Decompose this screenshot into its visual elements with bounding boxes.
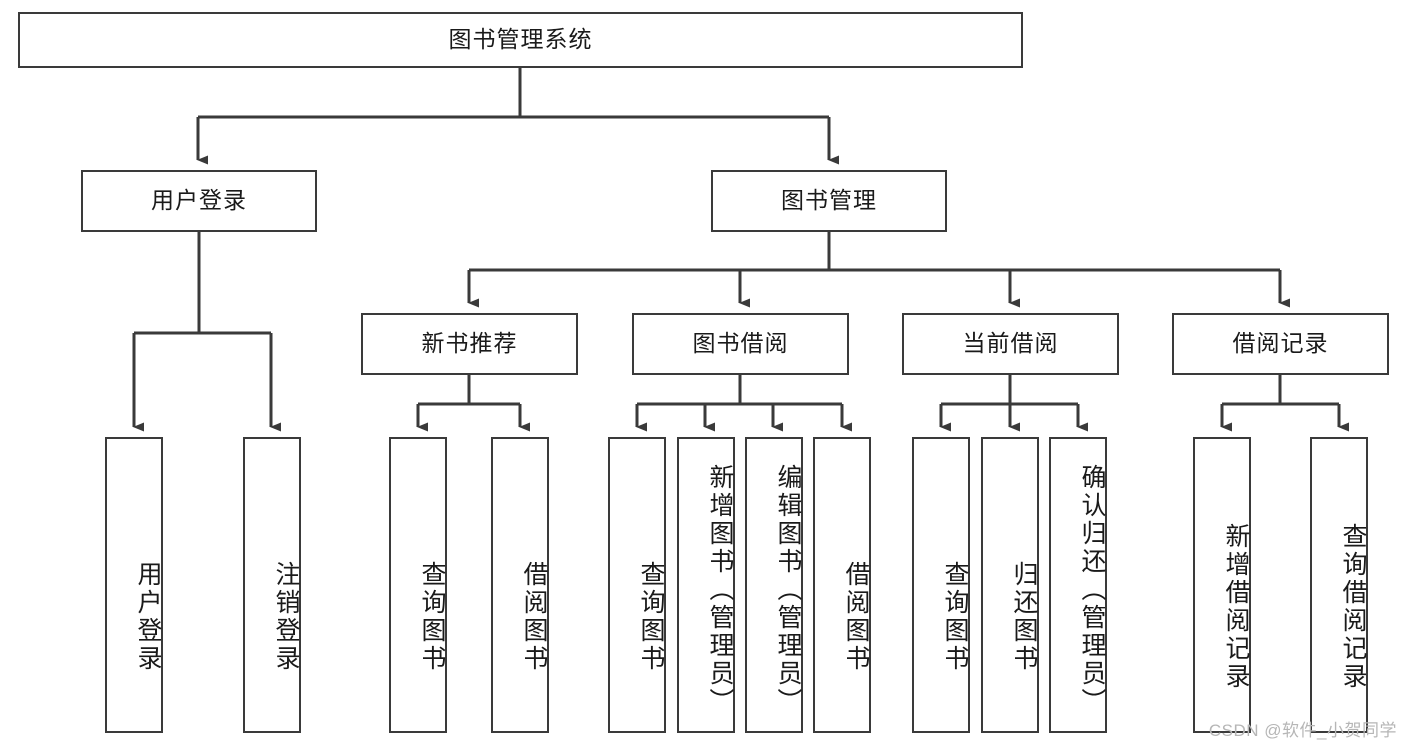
leaf-user-login[interactable]: 用户登录 [105,437,163,733]
csdn-watermark: CSDN @软件_小贺同学 [1208,721,1397,740]
leaf-query-book-newbook[interactable]: 查询图书 [389,437,447,733]
leaf-query-book-borrow[interactable]: 查询图书 [608,437,666,733]
leaf-query-borrowing-record[interactable]: 查询借阅记录 [1310,437,1368,733]
node-root-book-management-system[interactable]: 图书管理系统 [18,12,1023,68]
node-current-borrowing[interactable]: 当前借阅 [902,313,1119,375]
node-book-management[interactable]: 图书管理 [711,170,947,232]
node-user-login[interactable]: 用户登录 [81,170,317,232]
leaf-confirm-return-admin[interactable]: 确认归还（管理员） [1049,437,1107,733]
leaf-logout-login[interactable]: 注销登录 [243,437,301,733]
leaf-edit-book-admin[interactable]: 编辑图书（管理员） [745,437,803,733]
leaf-return-book[interactable]: 归还图书 [981,437,1039,733]
leaf-add-book-admin[interactable]: 新增图书（管理员） [677,437,735,733]
leaf-query-book-current[interactable]: 查询图书 [912,437,970,733]
leaf-add-borrowing-record[interactable]: 新增借阅记录 [1193,437,1251,733]
leaf-borrow-book-newbook[interactable]: 借阅图书 [491,437,549,733]
node-book-borrowing[interactable]: 图书借阅 [632,313,849,375]
node-borrowing-record[interactable]: 借阅记录 [1172,313,1389,375]
node-new-book-recommendation[interactable]: 新书推荐 [361,313,578,375]
leaf-borrow-book-borrow[interactable]: 借阅图书 [813,437,871,733]
